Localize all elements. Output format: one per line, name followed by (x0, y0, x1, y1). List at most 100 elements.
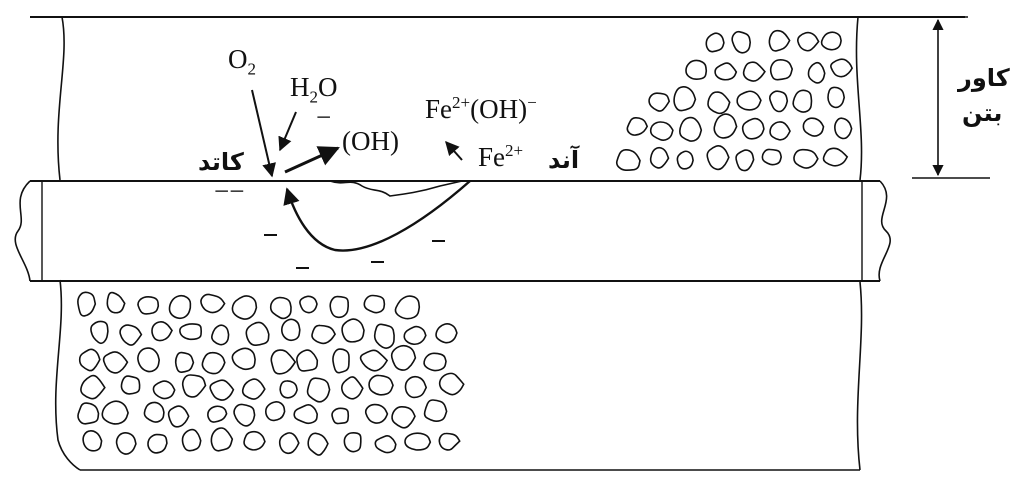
aggregate-stone (115, 432, 137, 455)
aggregate-stone (151, 321, 173, 342)
aggregate-stone (293, 404, 319, 425)
aggregate-stone (207, 405, 228, 423)
aggregate-stone (423, 352, 447, 372)
aggregate-stone (90, 320, 109, 345)
aggregate-stone (731, 30, 752, 54)
aggregate-stone (78, 348, 101, 372)
aggregate-stone (735, 149, 755, 172)
aggregate-stone (179, 323, 203, 341)
o2-arrow (251, 89, 276, 178)
aggregate-stone (331, 407, 350, 425)
aggregate-stone (147, 433, 168, 454)
aggregate-stone (270, 349, 297, 375)
aggregate-stone (280, 318, 301, 342)
aggregate-stone (137, 295, 160, 315)
aggregate-stone (673, 86, 697, 112)
aggregate-stone (390, 344, 417, 371)
aggregate-stone (713, 113, 738, 139)
aggregate-stone (793, 148, 819, 169)
aggregate-stone (77, 402, 100, 425)
aggregates-upper-right (615, 29, 854, 172)
fe-oh-label: Fe2+(OH)− (425, 93, 537, 124)
h2o-arrow (278, 111, 297, 152)
charge-minus (296, 267, 309, 269)
aggregate-stone (676, 150, 694, 170)
corrosion-pit (329, 180, 463, 197)
aggregate-stone (649, 146, 670, 169)
aggregate-stone (363, 294, 386, 314)
rebar (14, 180, 891, 282)
aggregate-stone (102, 351, 129, 374)
aggregate-stone (101, 400, 129, 425)
aggregate-stone (181, 428, 202, 452)
aggregate-stone (181, 374, 207, 398)
aggregate-stone (174, 351, 195, 374)
aggregate-stone (438, 372, 465, 396)
o2-label: O2 (228, 44, 256, 79)
aggregate-stone (374, 435, 397, 454)
charge-minus (432, 240, 445, 242)
cover-dimension (912, 16, 990, 179)
aggregate-stone (827, 86, 846, 109)
aggregate-stone (278, 432, 300, 455)
aggregate-stone (119, 324, 143, 346)
aggregate-stone (168, 294, 192, 320)
aggregate-stone (77, 291, 97, 317)
aggregate-stone (404, 432, 432, 451)
aggregate-stone (438, 432, 461, 451)
aggregate-stone (364, 403, 389, 424)
oh-arrow (284, 146, 340, 174)
aggregate-stone (820, 31, 842, 51)
aggregate-stone (269, 296, 292, 320)
aggregate-stone (243, 430, 266, 451)
aggregate-stone (648, 92, 671, 112)
aggregates-lower-left (77, 291, 465, 456)
aggregate-stone (231, 295, 258, 320)
concrete-right-edge (855, 16, 863, 471)
aggregate-stone (332, 348, 350, 374)
aggregate-stone (736, 90, 762, 111)
aggregate-stone (802, 117, 825, 137)
aggregate-stone (769, 121, 791, 141)
aggregate-stone (706, 144, 730, 171)
aggregate-stone (761, 148, 783, 166)
aggregate-stone (143, 401, 165, 423)
aggregate-stone (792, 89, 813, 113)
aggregate-stone (329, 295, 350, 319)
aggregate-stone (211, 324, 230, 346)
aggregate-stone (299, 295, 318, 314)
aggregate-stone (834, 117, 853, 140)
aggregate-stone (391, 405, 416, 429)
aggregate-stone (404, 375, 428, 399)
aggregate-stone (359, 349, 389, 372)
aggregate-stone (649, 121, 674, 141)
aggregate-stone (233, 403, 256, 427)
aggregate-stone (245, 321, 270, 347)
aggregate-stone (82, 430, 103, 452)
concrete-cover-label-line2: بتن (962, 99, 1003, 127)
aggregate-stone (807, 61, 826, 84)
cathode-charge: −− (214, 176, 245, 206)
aggregate-stone (106, 291, 126, 314)
charge-minus (371, 261, 384, 263)
aggregate-stone (685, 59, 708, 80)
aggregate-stone (373, 323, 395, 349)
aggregate-stone (264, 401, 286, 422)
fe-ion-label: Fe2+ (478, 141, 524, 172)
aggregate-stone (741, 117, 765, 140)
oh-label: (OH) (342, 126, 399, 156)
aggregate-stone (830, 58, 854, 78)
aggregate-stone (120, 375, 141, 395)
h2o-label: H2O (290, 72, 338, 107)
aggregate-stone (768, 29, 791, 52)
aggregate-stone (241, 378, 266, 400)
aggregate-stone (80, 374, 106, 400)
aggregate-stone (296, 349, 319, 372)
aggregate-stone (343, 432, 362, 453)
aggregate-stone (306, 377, 331, 403)
aggregate-stone (705, 32, 725, 53)
charge-minus (264, 234, 277, 236)
aggregate-stone (769, 59, 794, 81)
current-loop-arrow (283, 180, 471, 252)
